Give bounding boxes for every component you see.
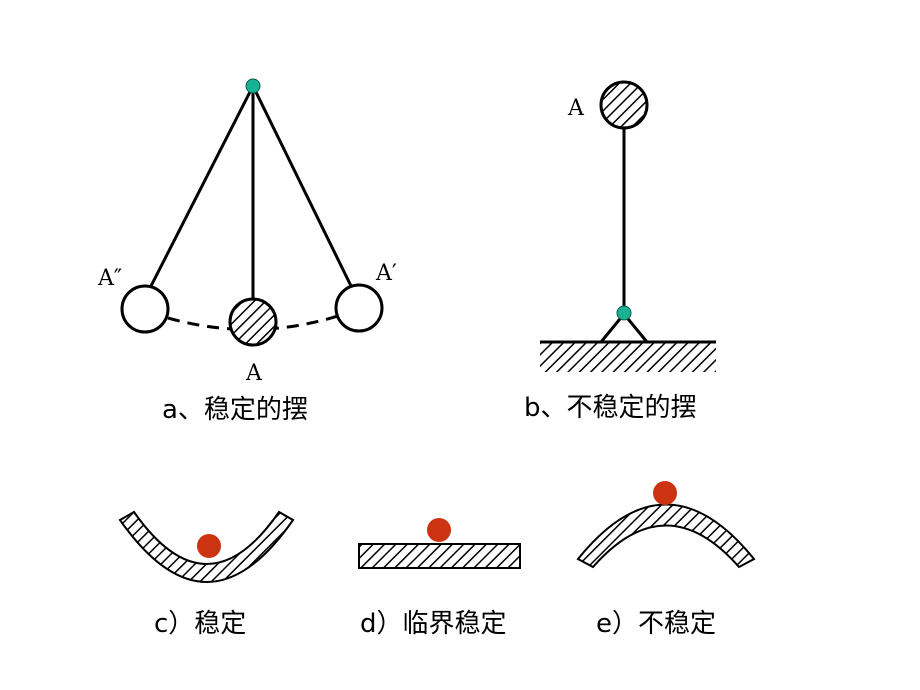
pendulum-string-left <box>148 85 255 289</box>
pendulum-string-right <box>251 85 354 289</box>
caption-d: d）临界稳定 <box>360 609 507 639</box>
label-a-bottom: A <box>245 361 263 386</box>
ball-in-bowl <box>197 534 221 558</box>
hinge-dot <box>616 305 632 321</box>
bob-center-hatched <box>228 297 278 347</box>
caption-a: a、稳定的摆 <box>162 395 308 425</box>
caption-b: b、不稳定的摆 <box>524 393 697 423</box>
bob-left-outline <box>120 284 170 334</box>
convex-hill <box>576 503 756 569</box>
panel-c-stable-bowl: c）稳定 <box>118 510 295 639</box>
ball-on-hill <box>653 481 677 505</box>
bob-right-outline <box>334 283 384 333</box>
panel-b-unstable-pendulum: A b、不稳定的摆 <box>524 80 716 423</box>
caption-c: c）稳定 <box>154 609 246 639</box>
caption-e: e）不稳定 <box>596 609 716 639</box>
pivot-top-dot <box>245 78 261 94</box>
panel-d-neutral-flat: d）临界稳定 <box>358 518 521 639</box>
bob-top-hatched <box>599 80 649 130</box>
ground-hatched <box>540 342 716 372</box>
concave-bowl <box>118 510 295 583</box>
panel-a-stable-pendulum: A″ A′ A a、稳定的摆 <box>97 78 397 425</box>
label-a-double-prime: A″ <box>97 266 122 291</box>
ball-on-flat <box>427 518 451 542</box>
panel-e-unstable-hill: e）不稳定 <box>576 481 756 639</box>
label-a-top: A <box>567 96 585 121</box>
flat-surface <box>358 543 521 569</box>
label-a-prime: A′ <box>375 261 397 286</box>
